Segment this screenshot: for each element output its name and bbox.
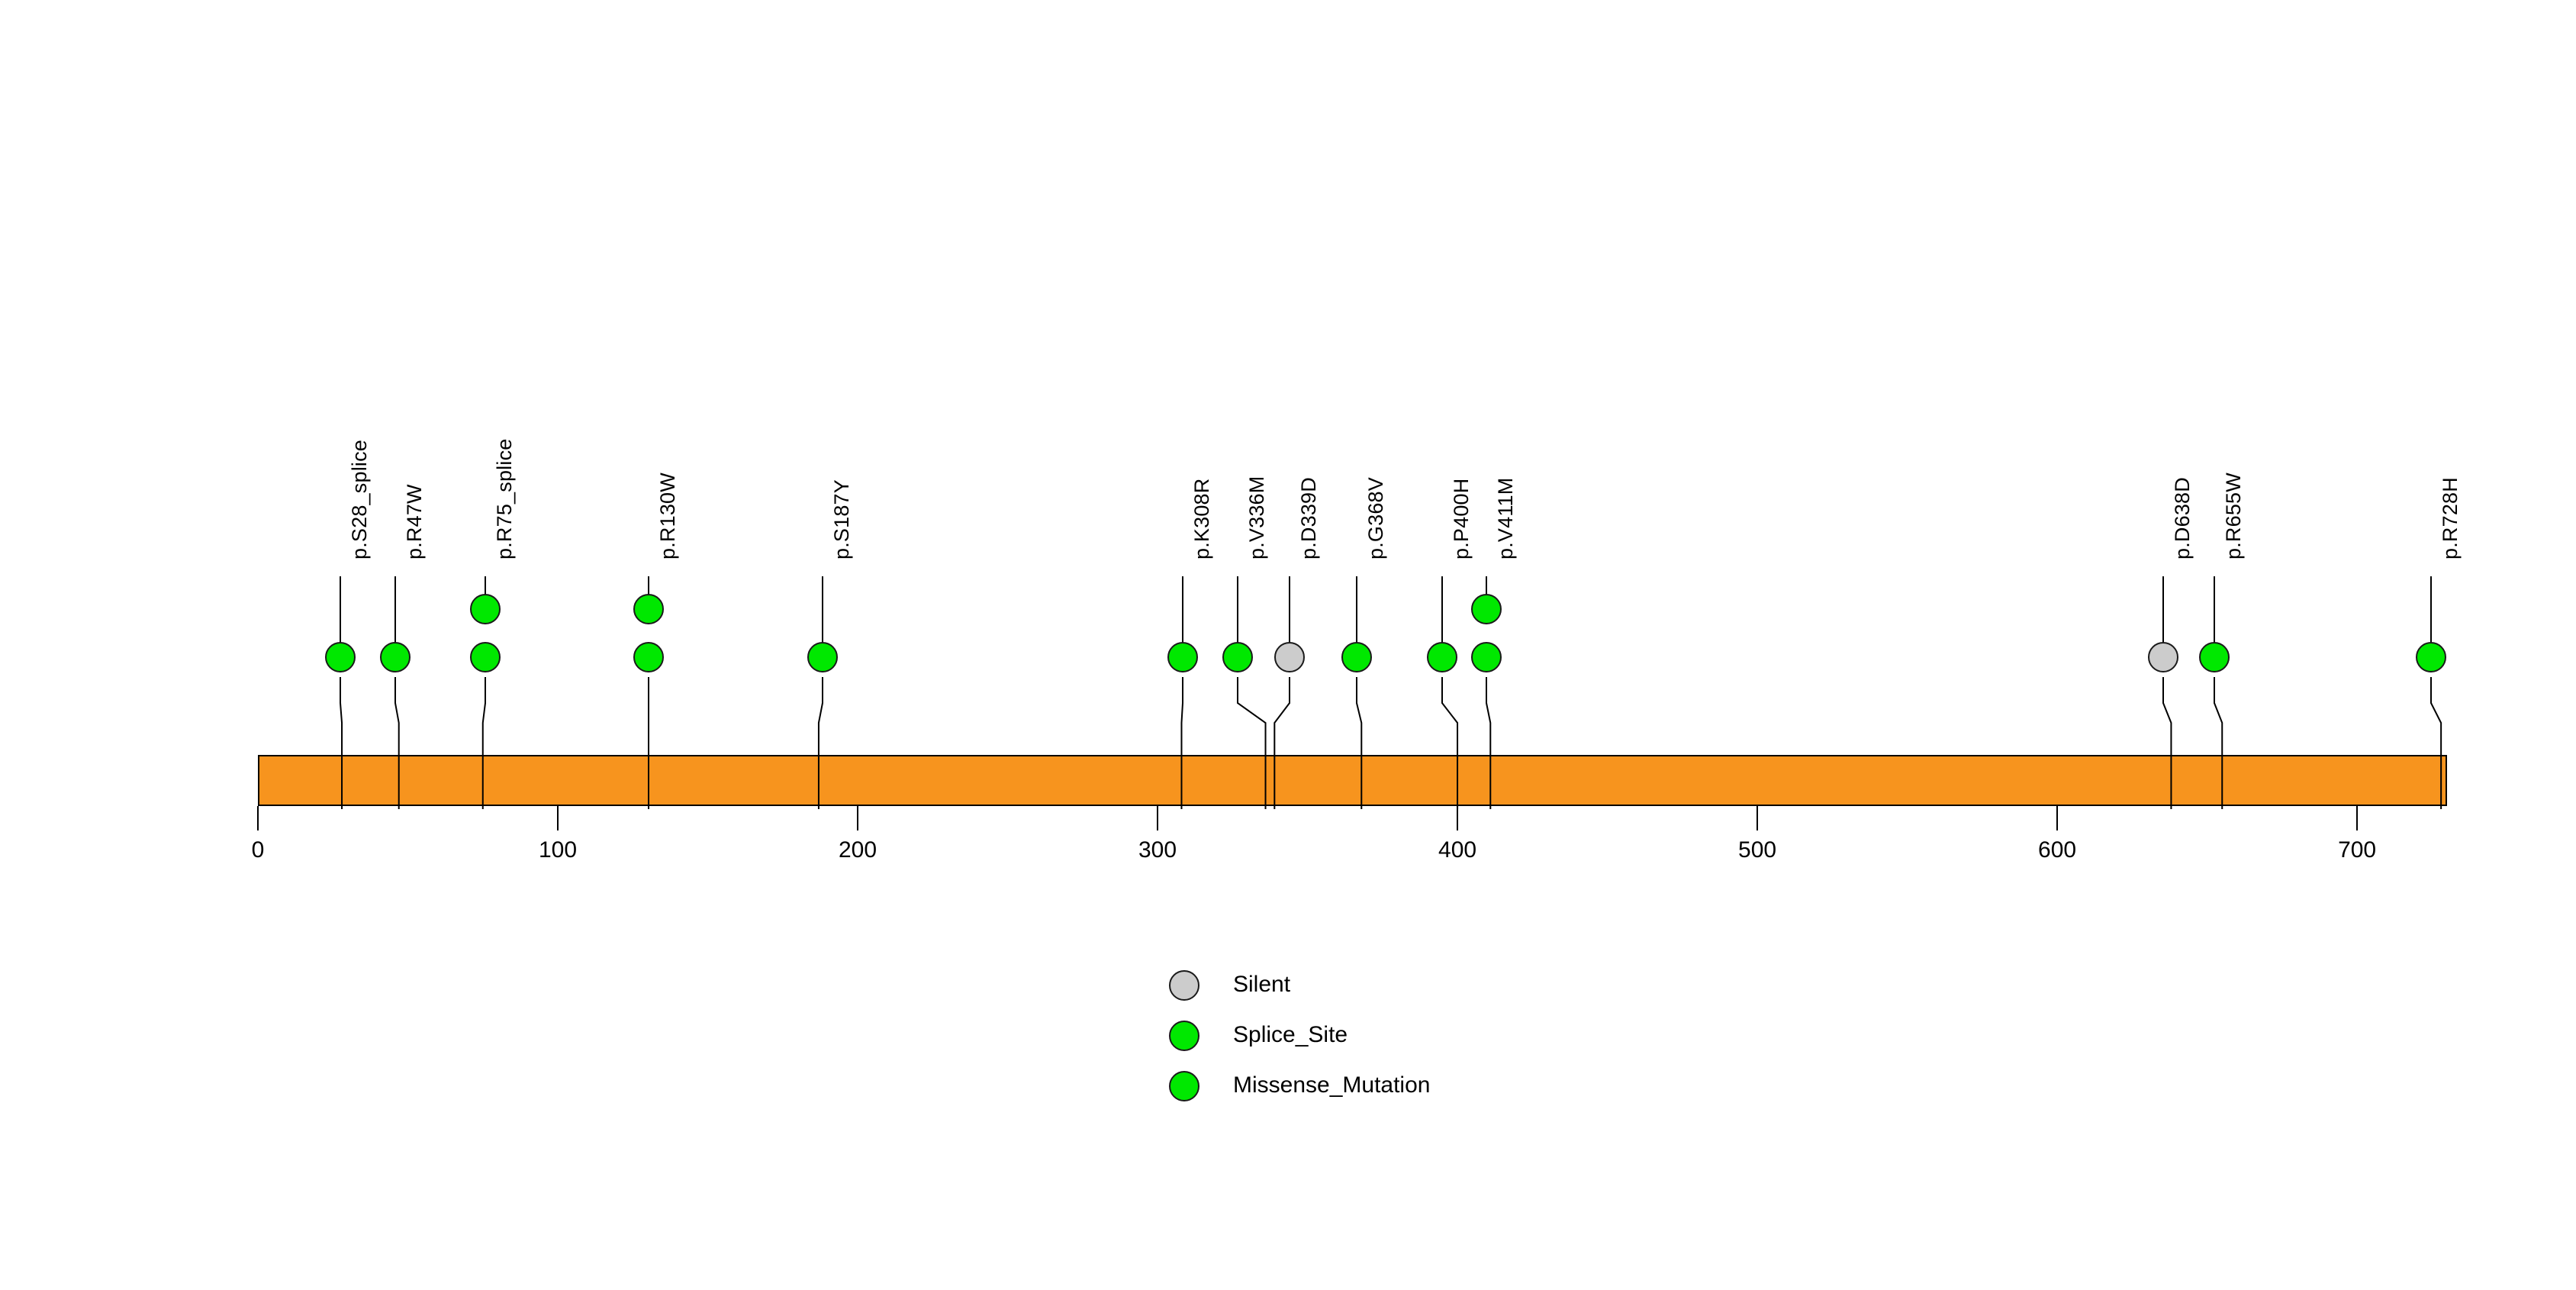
lollipop-head[interactable] xyxy=(633,594,664,624)
axis-tick-mark xyxy=(257,806,259,830)
axis-tick-mark xyxy=(557,806,559,830)
mutation-label: p.R728H xyxy=(2439,477,2462,560)
mutation-label: p.K308R xyxy=(1190,478,1213,560)
axis-tick-label: 0 xyxy=(251,837,265,863)
axis-tick-mark xyxy=(2356,806,2359,830)
legend-label: Missense_Mutation xyxy=(1233,1072,1431,1098)
axis-tick-label: 400 xyxy=(1438,837,1477,863)
mutation-label: p.R655W xyxy=(2222,472,2245,560)
lollipop-head[interactable] xyxy=(1222,642,1253,672)
legend-swatch-circle-icon xyxy=(1169,1071,1199,1101)
mutation-label: p.V336M xyxy=(1245,476,1268,560)
axis-tick-label: 100 xyxy=(538,837,578,863)
mutation-label: p.P400H xyxy=(1450,478,1473,560)
axis-tick-mark xyxy=(1157,806,1159,830)
lollipop-head[interactable] xyxy=(2148,642,2178,672)
lollipop-head[interactable] xyxy=(1471,642,1502,672)
mutation-label: p.V411M xyxy=(1494,477,1517,560)
lollipop-head[interactable] xyxy=(325,642,356,672)
lollipop-head[interactable] xyxy=(2416,642,2446,672)
lollipop-head[interactable] xyxy=(470,594,501,624)
axis-tick-label: 300 xyxy=(1138,837,1177,863)
mutation-label: p.R130W xyxy=(656,472,679,560)
legend-label: Splice_Site xyxy=(1233,1022,1348,1047)
lollipop-head[interactable] xyxy=(470,642,501,672)
axis-tick-label: 700 xyxy=(2338,837,2377,863)
legend-swatch-circle-icon xyxy=(1169,970,1199,1001)
lollipop-head[interactable] xyxy=(1341,642,1372,672)
mutation-label: p.R75_splice xyxy=(493,438,516,560)
lollipop-head[interactable] xyxy=(1427,642,1457,672)
axis-tick-label: 200 xyxy=(838,837,877,863)
protein-backbone-bar xyxy=(258,755,2447,806)
lollipop-head[interactable] xyxy=(2199,642,2230,672)
axis-tick-label: 500 xyxy=(1738,837,1777,863)
lollipop-head[interactable] xyxy=(1471,594,1502,624)
lollipop-head[interactable] xyxy=(1274,642,1305,672)
mutation-label: p.S28_splice xyxy=(348,439,371,560)
axis-tick-mark xyxy=(1457,806,1459,830)
axis-tick-mark xyxy=(2056,806,2059,830)
legend-label: Silent xyxy=(1233,972,1291,997)
axis-tick-label: 600 xyxy=(2038,837,2077,863)
lollipop-head[interactable] xyxy=(807,642,838,672)
lollipop-head[interactable] xyxy=(1167,642,1198,672)
axis-tick-mark xyxy=(1757,806,1759,830)
mutation-label: p.D339D xyxy=(1297,477,1320,560)
legend-swatch-circle-icon xyxy=(1169,1021,1199,1051)
mutation-label: p.S187Y xyxy=(830,479,853,560)
mutation-label: p.R47W xyxy=(403,484,426,560)
lollipop-head[interactable] xyxy=(380,642,411,672)
lollipop-head[interactable] xyxy=(633,642,664,672)
mutation-label: p.G368V xyxy=(1364,477,1387,560)
axis-tick-mark xyxy=(857,806,859,830)
mutation-label: p.D638D xyxy=(2171,477,2194,560)
